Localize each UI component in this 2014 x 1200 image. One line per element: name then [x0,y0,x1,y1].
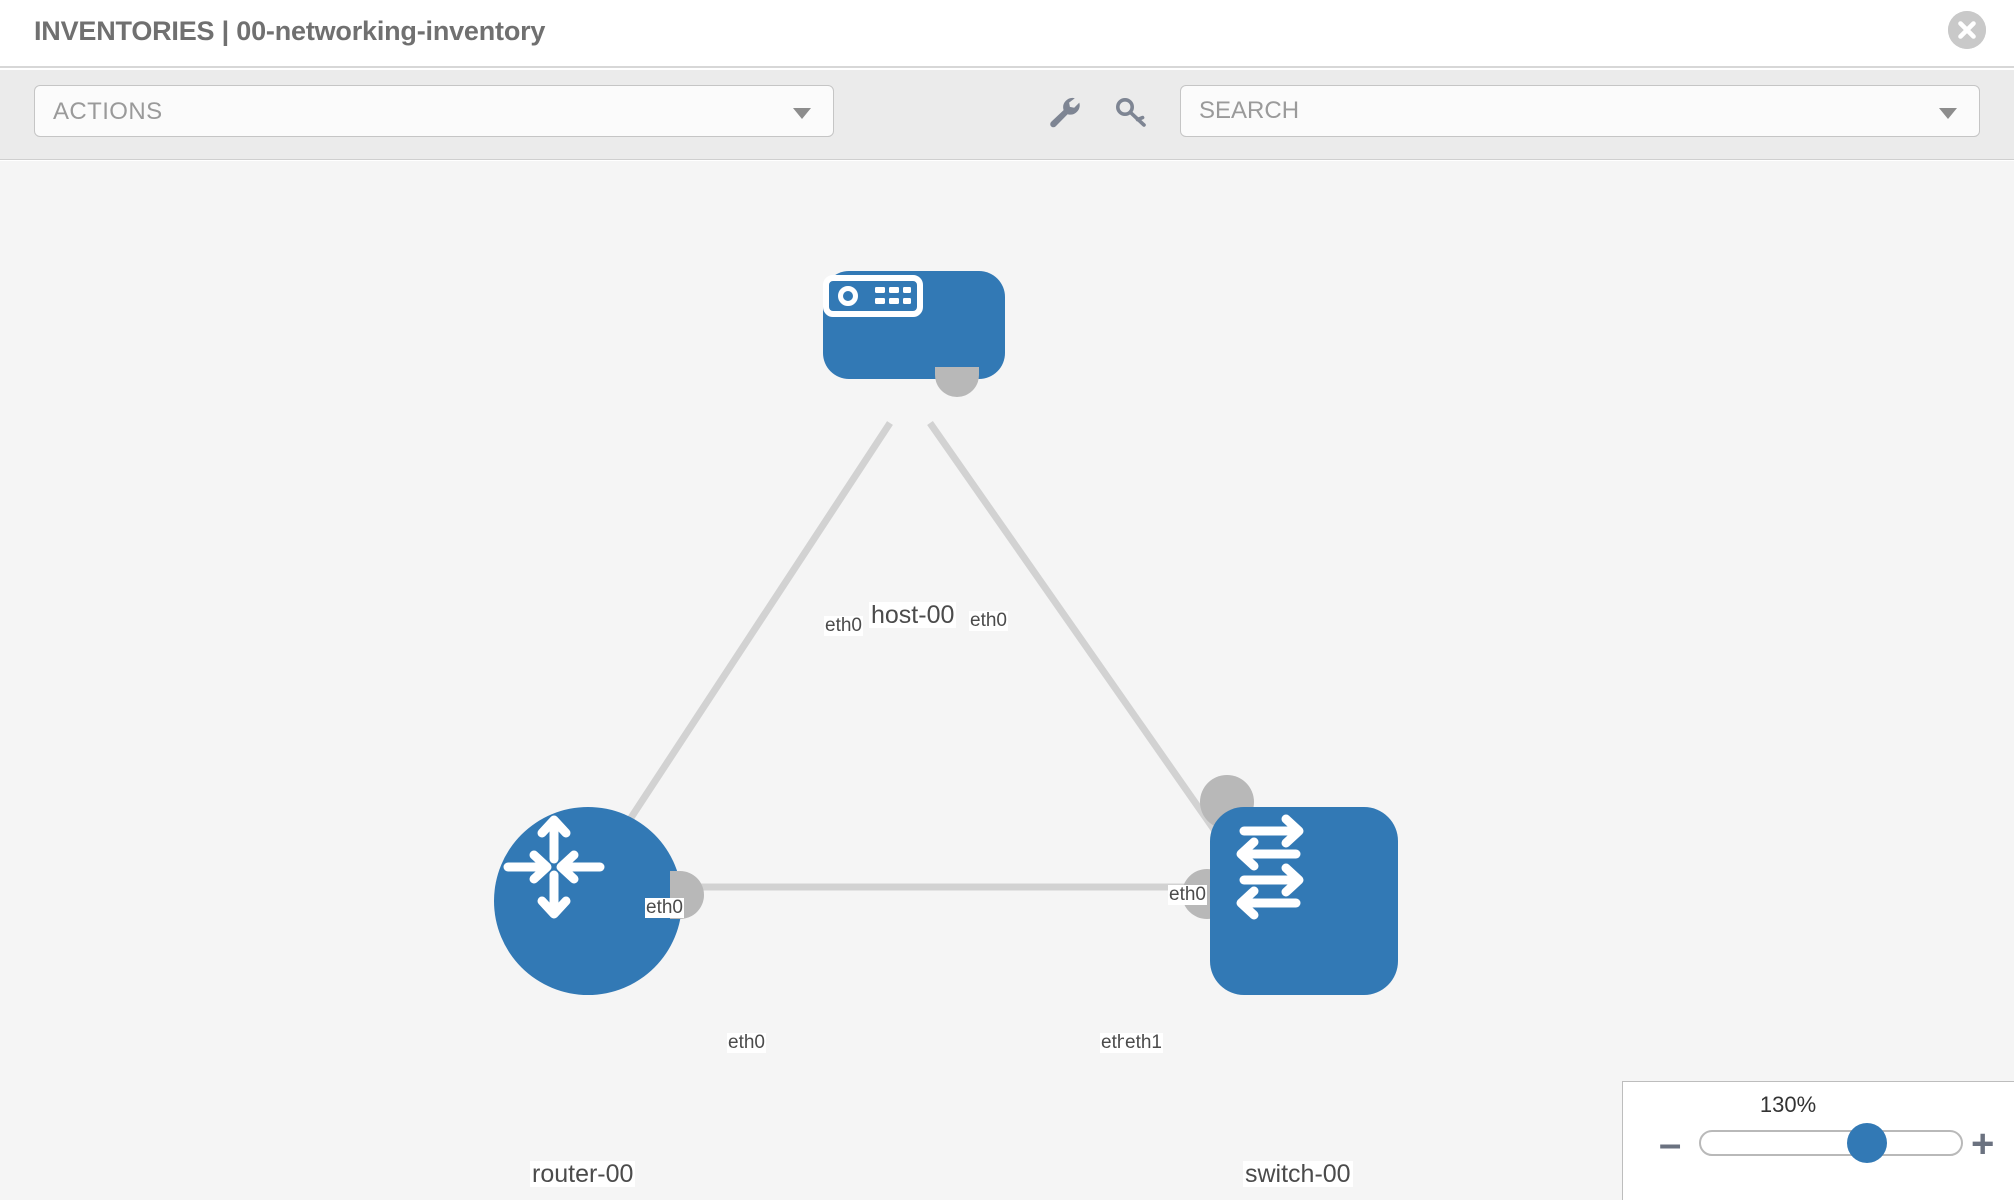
key-icon[interactable] [1113,96,1151,130]
actions-dropdown-label: ACTIONS [53,98,163,125]
node-label-switch-00: switch-00 [1243,1160,1353,1188]
switch-node-shape[interactable] [1210,807,1398,995]
node-label-router-00: router-00 [530,1160,636,1188]
router-arrows-icon [503,815,605,919]
iface-label-switch-00-left: eth1 [1124,1032,1163,1053]
topology-links-layer [597,420,1239,891]
node-host-00[interactable] [823,271,1005,397]
topology-canvas[interactable]: host-00 eth0 eth0 [0,161,2014,1200]
iface-label-switch-00-up: eth0 [1168,884,1207,905]
zoom-slider-thumb[interactable] [1847,1123,1887,1163]
page-header: INVENTORIES | 00-networking-inventory [0,0,2014,68]
iface-label-router-00-up: eth0 [645,897,684,918]
wrench-icon[interactable] [1046,96,1084,130]
server-icon [823,275,923,317]
search-input[interactable] [1197,86,1937,136]
node-router-00[interactable] [494,807,704,995]
chevron-down-icon [793,108,811,119]
link-host00-switch00 [927,420,1239,864]
router-node-shape[interactable] [494,807,682,995]
host-node-shape[interactable] [823,271,1005,379]
node-switch-00[interactable] [1182,775,1398,995]
close-icon[interactable] [1948,11,1986,49]
iface-label-host-00-left: eth0 [824,615,863,636]
zoom-in-button[interactable]: + [1971,1122,1995,1166]
link-host00-router00 [597,421,893,867]
node-label-host-00: host-00 [869,601,957,629]
zoom-slider-track[interactable] [1699,1130,1963,1156]
search-box[interactable] [1180,85,1980,137]
search-chevron-down-icon[interactable] [1939,108,1957,119]
switch-arrows-icon [1236,814,1304,920]
actions-dropdown[interactable]: ACTIONS [34,85,834,137]
page-title: INVENTORIES | 00-networking-inventory [34,16,546,46]
zoom-out-button[interactable]: – [1659,1122,1682,1166]
iface-label-router-00-right: eth0 [727,1032,766,1053]
zoom-level-value: 130% [1759,1092,1817,1117]
iface-label-host-00-right: eth0 [969,610,1008,631]
zoom-control-panel: 130% – + [1622,1081,2014,1200]
